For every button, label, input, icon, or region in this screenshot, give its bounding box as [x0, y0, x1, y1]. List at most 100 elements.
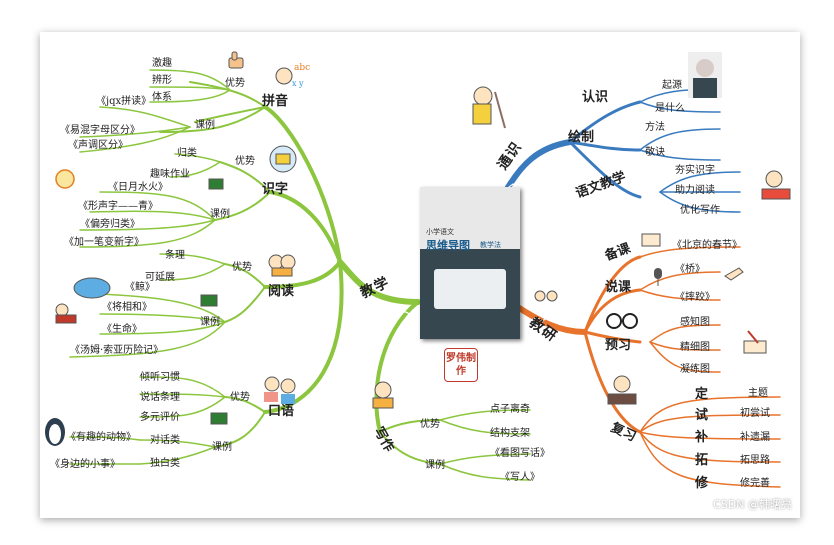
shizi-youshi: 优势 — [235, 156, 255, 167]
xiezuo-youshi-item: 点子离奇 — [490, 404, 530, 415]
watermark: CSDN @韩曙亮 — [713, 498, 792, 511]
child-reading-icon — [269, 145, 297, 173]
svg-text:x y: x y — [292, 79, 304, 88]
xiezuo-keli-item: 《看图写话》 — [490, 448, 550, 459]
kouyu-youshi: 优势 — [230, 392, 250, 403]
blackboard-icon — [200, 294, 218, 307]
kouyu-youshi-item: 倾听习惯 — [140, 372, 180, 383]
shizi-youshi-item: 趣味作业 — [150, 169, 190, 180]
jiaoyan-yuxi-item: 精细图 — [680, 342, 710, 353]
reading-kids-icon — [268, 254, 296, 277]
hand-pointing-icon — [724, 267, 744, 281]
xiezuo-keli: 课例 — [425, 460, 445, 471]
pinyin-keli-item: 《jqx拼读》 — [96, 96, 152, 107]
jiaoyan-shuoke: 说课 — [605, 280, 632, 295]
teachers-group-icon — [534, 290, 558, 302]
tongshi-renshi-item: 起源 — [662, 80, 682, 91]
fuxi-item: 拓思路 — [740, 455, 770, 466]
kouyu-title: 口语 — [268, 404, 295, 419]
yuedu-youshi-item: 可延展 — [145, 272, 175, 283]
xiezuo-youshi-item: 结构支架 — [490, 428, 530, 439]
fuxi-item: 修完善 — [740, 478, 770, 489]
painting-boy-icon — [472, 86, 506, 129]
studying-boy-icon — [607, 375, 637, 405]
jiaoyan-shuoke-item: 《桥》 — [675, 264, 705, 275]
mind-map-branches — [69, 69, 781, 488]
shizi-youshi-item: 归类 — [177, 148, 197, 159]
shizi-keli: 课例 — [210, 209, 230, 220]
whale-icon — [73, 277, 111, 299]
kouyu-youshi-item: 说话条理 — [140, 392, 180, 403]
notes-icon — [641, 233, 661, 247]
pinyin-youshi-item: 激趣 — [152, 58, 172, 69]
shizi-keli-item: 《形声字——青》 — [78, 201, 158, 212]
fuxi-key: 定 — [695, 387, 709, 402]
birds-icon — [606, 313, 638, 329]
yuedu-keli-item: 《生命》 — [102, 324, 142, 335]
tongshi-huizhi: 绘制 — [568, 130, 595, 145]
hand-writing-icon — [743, 330, 767, 354]
tongshi-huizhi-item: 方法 — [645, 122, 665, 133]
kouyu-keli-subitem: 《有趣的动物》 — [66, 432, 136, 443]
jiaoyan-shuoke-item: 《摔跤》 — [675, 292, 715, 303]
book-illustration — [434, 269, 506, 309]
shizi-keli-item: 《偏旁归类》 — [80, 219, 140, 230]
yuedu-title: 阅读 — [268, 284, 295, 299]
tongshi-yuwen-item: 助力阅读 — [675, 185, 715, 196]
portrait-photo-icon — [688, 52, 722, 98]
tongshi-yuwen-item: 夯实识字 — [675, 165, 715, 176]
pinyin-title: 拼音 — [262, 94, 289, 109]
fuxi-key: 试 — [695, 408, 709, 423]
shizi-title: 识字 — [262, 182, 289, 197]
book-cover: 小学语文 思维导图 教学法 — [420, 187, 520, 339]
writing-boy-icon — [372, 381, 394, 409]
author-stamp: 罗伟制作 — [444, 348, 478, 382]
talking-kids-icon — [264, 376, 296, 404]
yuedu-youshi-item: 条理 — [165, 250, 185, 261]
yuedu-keli-item: 《将相和》 — [102, 302, 152, 313]
pinyin-youshi: 优势 — [225, 78, 245, 89]
pinyin-keli-item: 《易混字母区分》 — [60, 125, 140, 136]
sun-icon — [55, 169, 75, 189]
fuxi-key: 拓 — [695, 453, 709, 468]
microphone-icon — [654, 268, 662, 286]
pinyin-youshi-item: 辨形 — [152, 75, 172, 86]
jiaoyan-yuxi-item: 感知图 — [680, 317, 710, 328]
tongshi-yuwen-item: 优化写作 — [680, 205, 720, 216]
pinyin-keli: 课例 — [195, 120, 215, 131]
shizi-keli-item: 《加一笔变新字》 — [64, 237, 144, 248]
penguin-icon — [45, 418, 65, 446]
jiaoyan-yuxi: 预习 — [605, 338, 632, 353]
yuedu-youshi: 优势 — [232, 262, 252, 273]
kouyu-youshi-item: 多元评价 — [140, 412, 180, 423]
fuxi-item: 主题 — [748, 388, 768, 399]
yuedu-keli: 课例 — [200, 317, 220, 328]
pinyin-keli-item: 《声调区分》 — [68, 140, 128, 151]
fuxi-item: 补遗漏 — [740, 432, 770, 443]
fuxi-key: 补 — [695, 430, 709, 445]
fuxi-item: 初尝试 — [740, 408, 770, 419]
book-small-title: 小学语文 — [426, 228, 454, 236]
girl-with-books-icon — [761, 170, 791, 200]
fuxi-key: 修 — [695, 476, 709, 491]
kouyu-keli-item: 独白类 — [150, 458, 180, 469]
mind-map-page: 小学语文 思维导图 教学法 教学 罗伟制作 拼音 优势 激趣 辨形 体系 课例 … — [40, 32, 800, 518]
kouyu-keli-subitem: 《身边的小事》 — [50, 459, 120, 470]
svg-text:abc: abc — [294, 63, 310, 73]
yuedu-keli-item: 《汤姆·索亚历险记》 — [70, 345, 164, 356]
jiaoyan-beike-item: 《北京的春节》 — [672, 240, 742, 251]
kouyu-keli: 课例 — [212, 442, 232, 453]
thumbs-up-icon — [228, 51, 244, 69]
kouyu-keli-item: 对话类 — [150, 435, 180, 446]
book-band — [420, 187, 520, 249]
tongshi-renshi: 认识 — [582, 90, 609, 105]
xiezuo-youshi: 优势 — [420, 419, 440, 430]
book-title: 思维导图 — [426, 239, 470, 252]
general-figure-icon — [55, 303, 77, 324]
tongshi-renshi-item: 是什么 — [655, 103, 685, 114]
yuedu-keli-item: 《鲸》 — [125, 282, 155, 293]
jiaoyan-yuxi-item: 凝练图 — [680, 364, 710, 375]
blackboard-icon — [210, 412, 228, 425]
book-title-suffix: 教学法 — [480, 241, 501, 249]
shizi-keli-item: 《日月水火》 — [108, 182, 168, 193]
